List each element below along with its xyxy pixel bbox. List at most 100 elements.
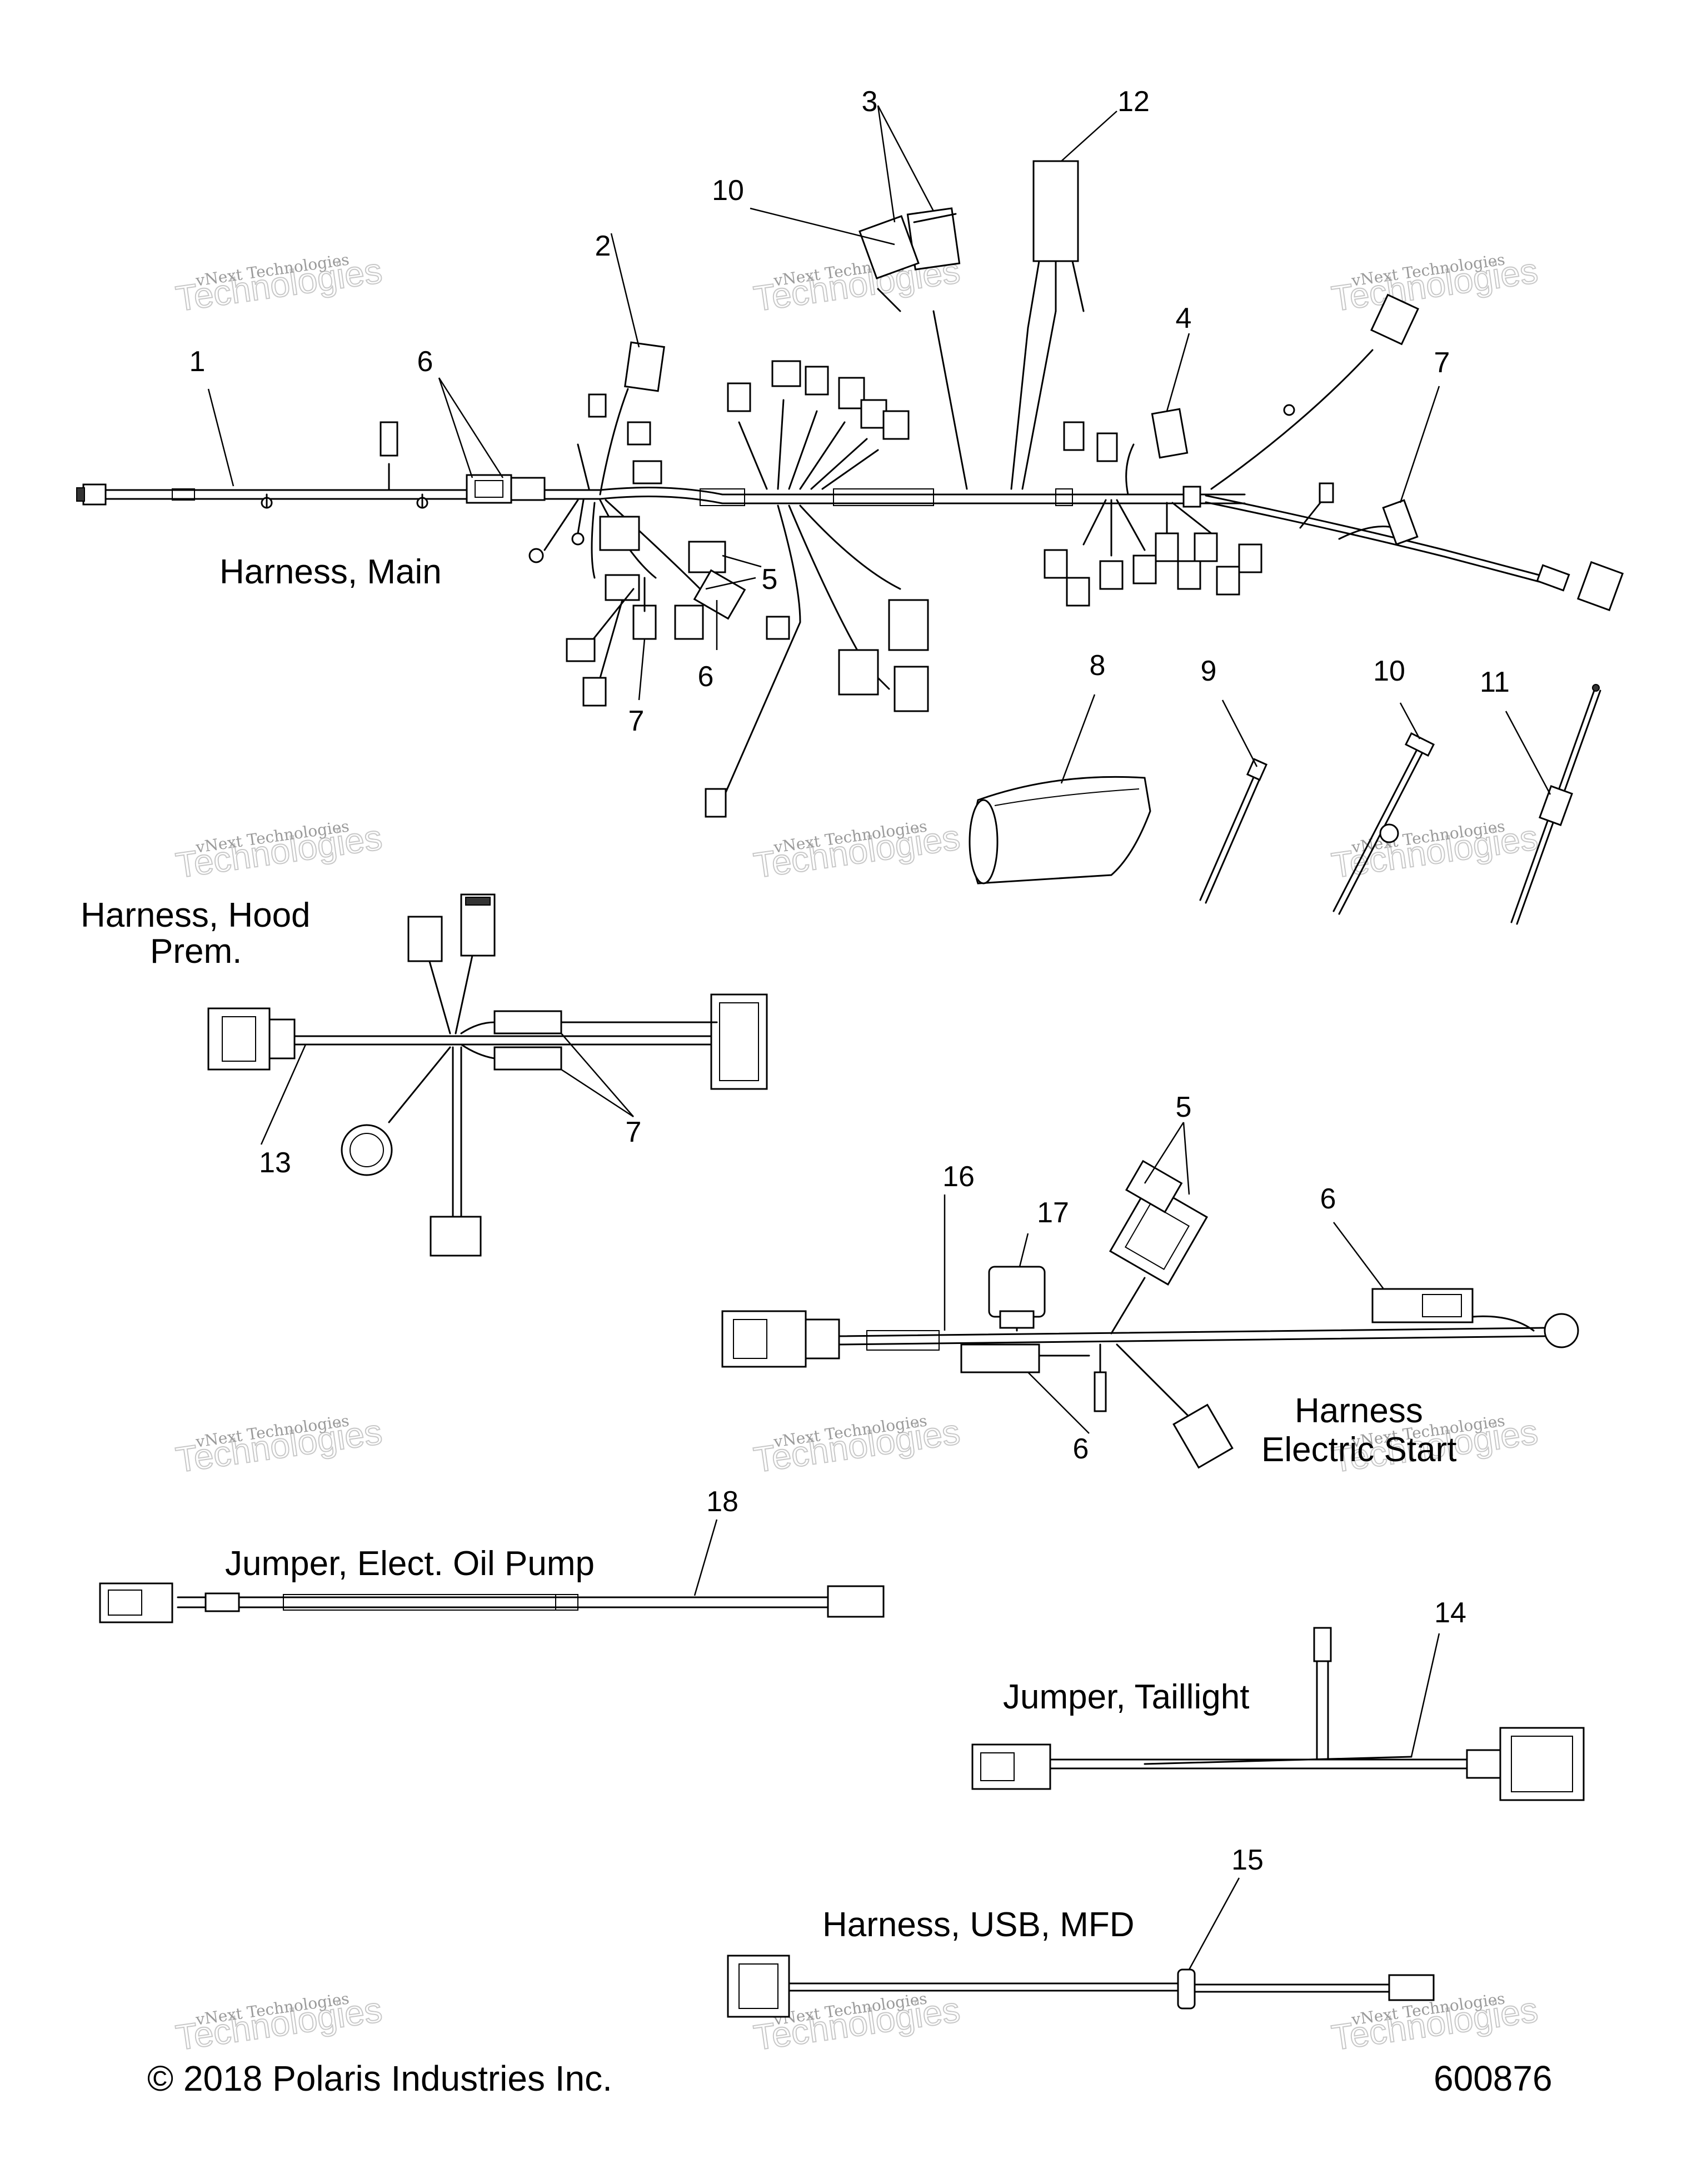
part-10-clip xyxy=(1332,732,1435,915)
module-12 xyxy=(1027,160,1085,329)
grommet xyxy=(1177,1968,1196,2010)
connector xyxy=(674,604,704,640)
connector xyxy=(805,366,829,396)
callout-15: 15 xyxy=(1231,1844,1264,1876)
oil-pump-left-connector xyxy=(99,1582,173,1623)
usb-left-connector xyxy=(727,1955,790,2018)
watermark: Technologies vNext Technologies xyxy=(751,817,963,886)
callout-7-right: 7 xyxy=(1434,347,1450,379)
caption-main-harness: Harness, Main xyxy=(219,553,442,591)
callout-18: 18 xyxy=(706,1486,738,1518)
callout-6-main-lower: 6 xyxy=(698,661,714,693)
round-connector xyxy=(341,1124,393,1176)
connector xyxy=(1099,560,1124,590)
sensor-connector xyxy=(380,421,398,457)
callout-3: 3 xyxy=(862,86,878,118)
taillight-jumper xyxy=(971,1627,1585,1801)
estart-left-connector xyxy=(721,1310,807,1368)
caption-estart-line1: Harness xyxy=(1295,1392,1423,1430)
connector xyxy=(838,649,879,696)
caption-oil-pump: Jumper, Elect. Oil Pump xyxy=(225,1545,595,1583)
watermark: Technologies vNext Technologies xyxy=(1329,250,1541,319)
fuse-holder-17 xyxy=(988,1266,1046,1318)
hood-left-connector xyxy=(207,1007,271,1071)
connector xyxy=(705,788,727,818)
watermark: Technologies vNext Technologies xyxy=(173,250,385,319)
watermark: Technologies vNext Technologies xyxy=(173,817,385,886)
callout-7-hood: 7 xyxy=(626,1116,642,1148)
caption-taillight: Jumper, Taillight xyxy=(1003,1678,1249,1716)
callout-13: 13 xyxy=(259,1147,291,1179)
connector xyxy=(407,916,443,962)
callout-11: 11 xyxy=(1480,666,1510,698)
connector-6 xyxy=(693,569,746,620)
watermark: Technologies vNext Technologies xyxy=(751,1411,963,1481)
connector xyxy=(430,1216,482,1257)
connector xyxy=(860,399,887,429)
callout-1: 1 xyxy=(189,346,206,378)
connector-4 xyxy=(1151,408,1189,459)
callout-numbers: 1 2 3 4 5 5 6 6 6 6 7 7 7 8 9 10 10 11 1… xyxy=(189,86,1510,1876)
callout-17: 17 xyxy=(1037,1197,1069,1229)
connector-7 xyxy=(493,1046,562,1071)
part-11-tie-mount xyxy=(1510,684,1601,925)
callout-10-clip: 10 xyxy=(1373,655,1405,687)
hood-right-connector xyxy=(710,993,768,1090)
callout-6-estart-upper: 6 xyxy=(1320,1183,1336,1215)
connector xyxy=(1370,293,1419,346)
callout-8: 8 xyxy=(1090,649,1106,682)
usb-harness xyxy=(727,1955,1435,2018)
watermark: Technologies vNext Technologies xyxy=(173,1411,385,1481)
callout-4: 4 xyxy=(1176,302,1192,334)
connector-7 xyxy=(1382,499,1419,546)
main-harness xyxy=(76,160,1624,818)
connector xyxy=(1172,1403,1234,1469)
connector-5 xyxy=(688,541,726,573)
connector xyxy=(888,599,929,651)
relay-3 xyxy=(859,207,961,279)
callout-9: 9 xyxy=(1201,655,1217,687)
electric-start-harness xyxy=(721,1160,1579,1469)
callout-10-main: 10 xyxy=(712,174,744,207)
callout-7-main: 7 xyxy=(628,705,645,737)
connector-6 xyxy=(466,474,512,504)
end-connector xyxy=(82,483,107,506)
callout-16: 16 xyxy=(942,1161,975,1193)
connector-2 xyxy=(624,341,665,392)
callout-5-main: 5 xyxy=(762,563,778,596)
leader-lines xyxy=(207,105,1551,1970)
connector xyxy=(894,666,929,712)
connector xyxy=(1155,532,1179,562)
ring-terminal xyxy=(1544,1313,1579,1348)
taillight-pigtail xyxy=(1313,1627,1332,1662)
connector-7 xyxy=(493,1010,562,1034)
connector xyxy=(1044,549,1068,579)
connector xyxy=(566,638,596,662)
connector xyxy=(838,377,865,409)
callout-14: 14 xyxy=(1434,1597,1466,1629)
taillight-right-connector xyxy=(1499,1727,1585,1801)
connector xyxy=(1063,421,1085,451)
relay-5 xyxy=(1109,1182,1209,1286)
connector xyxy=(605,574,640,601)
caption-hood-line1: Harness, Hood xyxy=(81,896,311,934)
callout-5-estart: 5 xyxy=(1176,1091,1192,1123)
callout-6-estart-lower: 6 xyxy=(1073,1433,1089,1465)
captions: Harness, Main Harness, Hood Prem. Harnes… xyxy=(81,553,1456,1944)
connector xyxy=(1194,532,1218,562)
callout-2: 2 xyxy=(595,230,611,262)
figure-id: 600876 xyxy=(1434,2058,1553,2098)
connector xyxy=(1177,560,1201,590)
connector xyxy=(1238,543,1262,573)
oil-pump-right-connector xyxy=(827,1585,885,1618)
caption-usb: Harness, USB, MFD xyxy=(822,1906,1135,1944)
part-9-cable-tie xyxy=(1199,758,1268,904)
connector xyxy=(1066,577,1090,607)
connector xyxy=(766,616,790,640)
connector xyxy=(1096,432,1118,462)
callout-12: 12 xyxy=(1117,86,1150,118)
connector xyxy=(882,410,910,440)
callout-6-main-left: 6 xyxy=(417,346,433,378)
usb-right-connector xyxy=(1388,1974,1435,2001)
